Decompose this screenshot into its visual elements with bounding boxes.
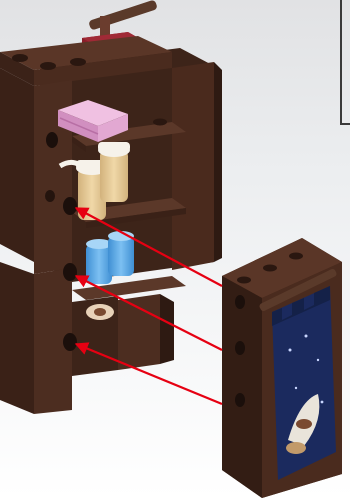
hole-lower bbox=[63, 333, 77, 351]
side-panel bbox=[222, 238, 342, 498]
hole-middle bbox=[63, 263, 77, 281]
hole-upper bbox=[63, 197, 77, 215]
banner bbox=[272, 286, 336, 480]
bottom-item bbox=[86, 304, 114, 320]
